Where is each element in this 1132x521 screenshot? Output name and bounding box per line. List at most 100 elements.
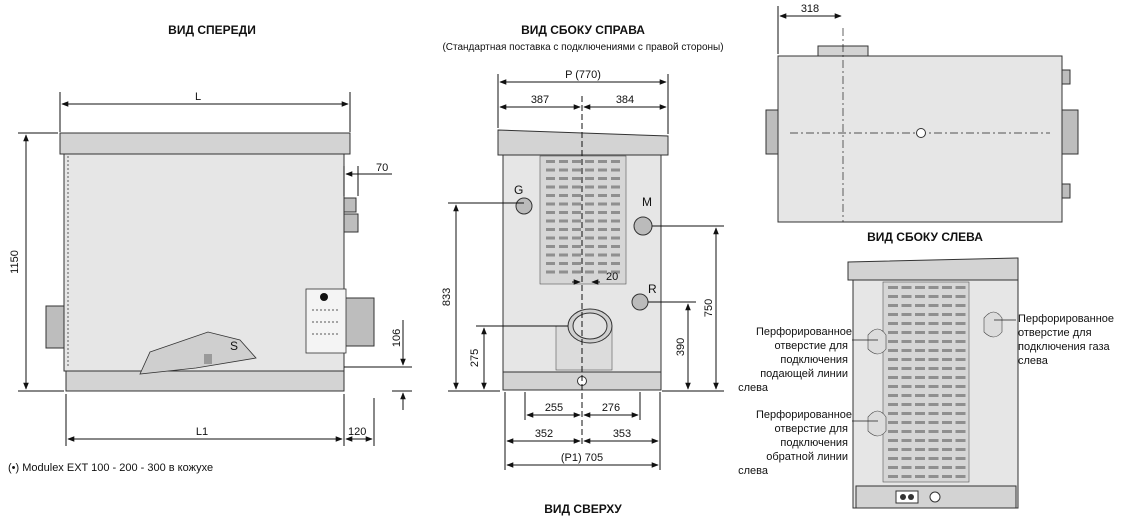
grille-slot: [572, 211, 581, 214]
grille-slot: [901, 304, 912, 307]
grille-slot: [559, 202, 568, 206]
grille-slot: [611, 177, 620, 180]
grille-slot: [942, 331, 952, 334]
grille-slot: [559, 270, 568, 274]
grille-slot: [611, 194, 620, 197]
grille-slot: [955, 385, 966, 388]
grille-slot: [888, 286, 898, 289]
dim-106: 106: [391, 329, 403, 347]
dim-390: 390: [675, 338, 687, 356]
top-fitting-3: [1061, 183, 1071, 199]
grille-slot: [598, 177, 607, 180]
grille-slot: [928, 304, 939, 307]
callout-gas: Перфорированное отверстие для подключени…: [1018, 313, 1114, 367]
grille-slot: [598, 262, 607, 265]
grille-slot: [928, 430, 939, 433]
grille-slot: [915, 295, 925, 298]
grille-slot: [572, 228, 581, 231]
grille-slot: [955, 358, 966, 361]
grille-slot: [559, 236, 568, 240]
grille-slot: [942, 439, 952, 442]
grille-slot: [915, 448, 925, 451]
grille-slot: [888, 322, 898, 325]
grille-slot: [572, 194, 581, 197]
grille-slot: [585, 160, 594, 163]
grille-slot: [888, 331, 898, 334]
label-g: G: [514, 183, 523, 197]
grille-slot: [928, 295, 939, 298]
grille-slot: [559, 211, 568, 214]
grille-slot: [942, 466, 952, 469]
dim-384: 384: [616, 94, 634, 106]
grille-slot: [942, 448, 952, 451]
grille-slot: [888, 466, 898, 469]
grille-slot: [901, 331, 912, 334]
left-side-view-title: ВИД СБОКУ СЛЕВА: [867, 230, 983, 244]
grille-slot: [559, 177, 568, 180]
grille-slot: [585, 211, 594, 214]
grille-slot: [955, 376, 966, 379]
callout-gas-line1: Перфорированное: [1018, 313, 1114, 325]
left-side-view: [847, 257, 1019, 509]
grille-slot: [888, 475, 898, 478]
grille-slot: [572, 177, 581, 180]
dim-p770: P (770): [565, 69, 601, 81]
grille-slot: [585, 236, 594, 240]
grille-slot: [915, 322, 925, 325]
grille-slot: [888, 313, 898, 316]
grille-slot: [901, 385, 912, 388]
grille-slot: [942, 358, 952, 361]
grille-slot: [598, 202, 607, 206]
front-fitting-mid: [343, 213, 359, 233]
front-top-cover: [59, 132, 351, 155]
grille-slot: [598, 211, 607, 214]
grille-slot: [546, 168, 555, 172]
grille-slot: [901, 439, 912, 442]
grille-slot: [598, 236, 607, 240]
grille-slot: [572, 219, 581, 223]
grille-slot: [546, 160, 555, 163]
grille-slot: [585, 185, 594, 189]
grille-slot: [928, 367, 939, 370]
grille-slot: [888, 376, 898, 379]
grille-slot: [611, 185, 620, 189]
label-s: S: [230, 339, 238, 353]
grille-slot: [915, 349, 925, 352]
grille-slot: [598, 185, 607, 189]
grille-slot: [915, 457, 925, 460]
grille-slot: [928, 448, 939, 451]
grille-slot: [955, 349, 966, 352]
grille-slot: [942, 376, 952, 379]
callout-supply: Перфорированное отверстие для подключени…: [738, 326, 852, 394]
callout-gas-line3: подключения газа: [1018, 341, 1111, 353]
grille-slot: [888, 448, 898, 451]
grille-slot: [942, 475, 952, 478]
left-grille-slots: [888, 286, 966, 478]
dim-255: 255: [545, 402, 563, 414]
grille-slot: [611, 228, 620, 231]
grille-slot: [942, 313, 952, 316]
dim-750: 750: [703, 299, 715, 317]
dim-1150: 1150: [9, 250, 21, 274]
grille-slot: [585, 177, 594, 180]
grille-slot: [942, 304, 952, 307]
grille-slot: [942, 349, 952, 352]
grille-slot: [888, 457, 898, 460]
grille-slot: [546, 270, 555, 274]
grille-slot: [572, 236, 581, 240]
grille-slot: [942, 457, 952, 460]
grille-slot: [955, 457, 966, 460]
grille-slot: [928, 403, 939, 406]
grille-slot: [585, 202, 594, 206]
grille-slot: [955, 475, 966, 478]
dim-318: 318: [801, 3, 819, 15]
grille-slot: [572, 245, 581, 248]
dim-833: 833: [441, 288, 453, 306]
right-side-view-subtitle: (Стандартная поставка с подключениями с …: [442, 42, 723, 53]
grille-slot: [572, 185, 581, 189]
grille-slot: [915, 385, 925, 388]
callout-supply-line1: Перфорированное: [756, 326, 852, 338]
grille-slot: [901, 322, 912, 325]
grille-slot: [901, 475, 912, 478]
grille-slot: [955, 340, 966, 343]
